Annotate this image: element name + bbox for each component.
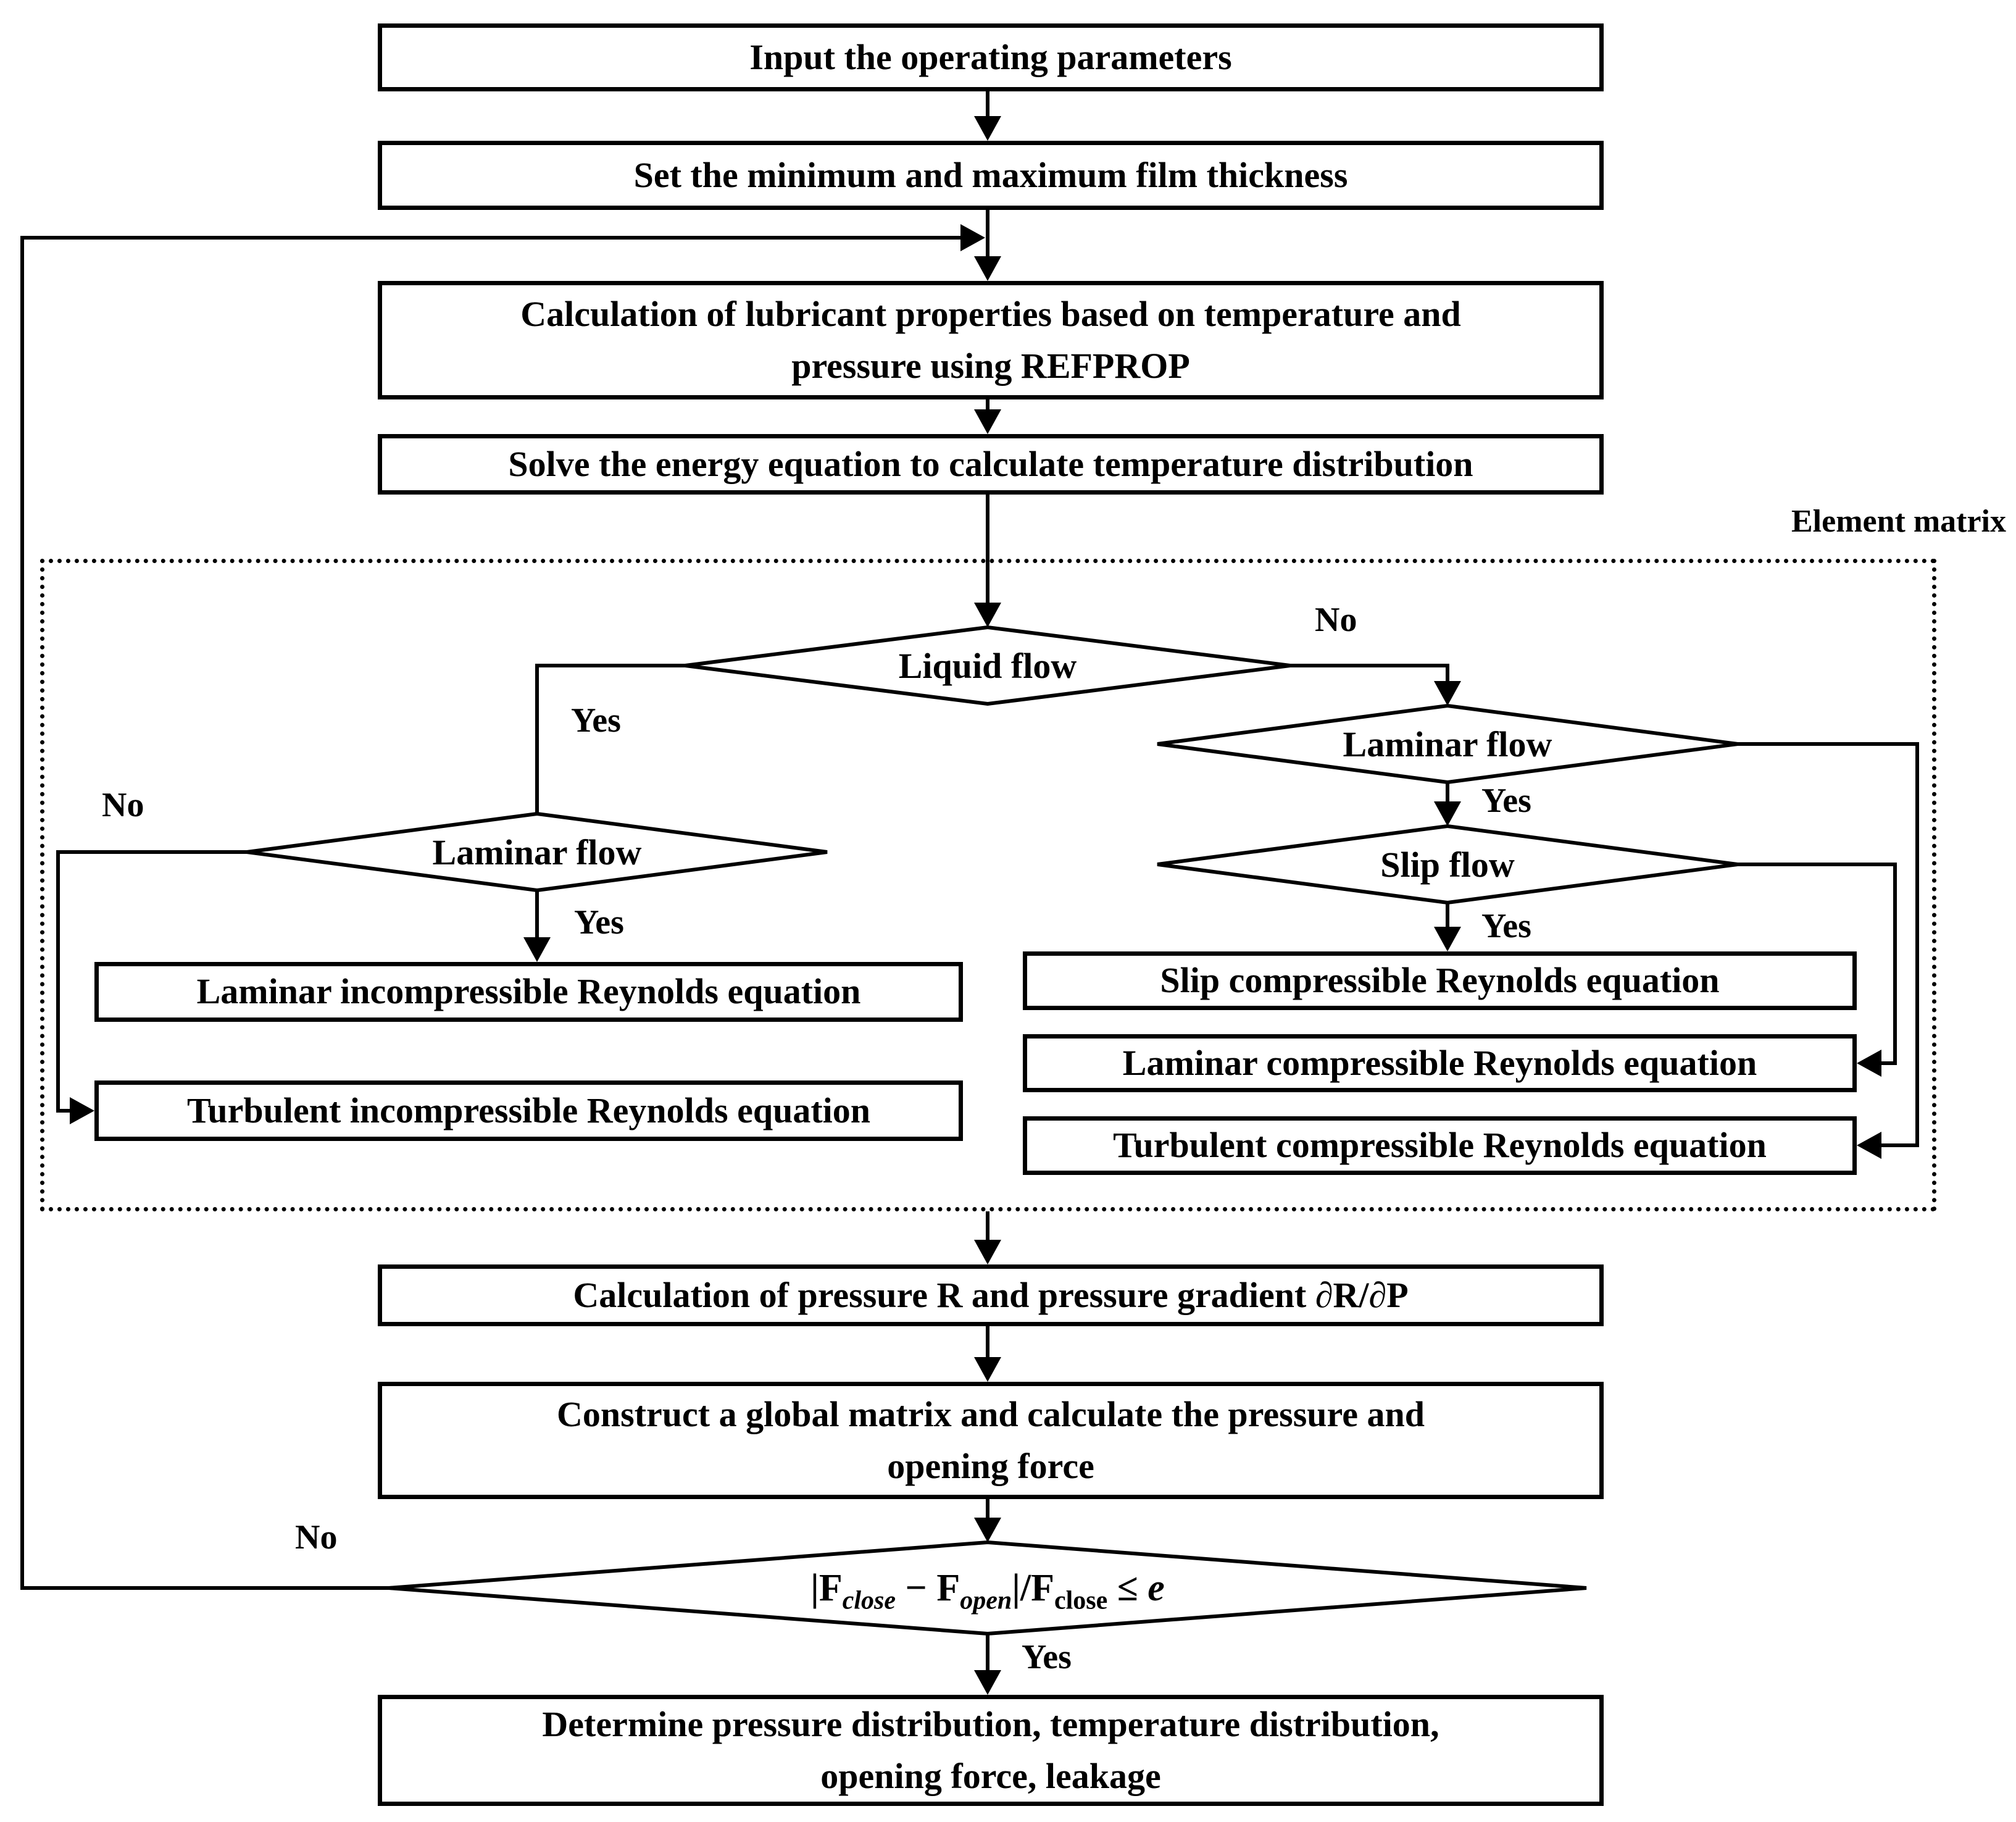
box-input-parameters: Input the operating parameters bbox=[378, 23, 1604, 91]
box-text: Slip compressible Reynolds equation bbox=[1160, 960, 1720, 1001]
yes-path bbox=[537, 664, 685, 667]
no-path bbox=[1738, 742, 1919, 746]
decision-laminar-flow-right: Laminar flow bbox=[1157, 703, 1738, 785]
label-no-convergence: No bbox=[295, 1518, 338, 1557]
box-text: Calculation of lubricant properties base… bbox=[520, 293, 1461, 334]
arrowhead bbox=[1857, 1132, 1881, 1159]
box-text: Input the operating parameters bbox=[749, 36, 1232, 77]
diamond-shape bbox=[1157, 703, 1738, 785]
box-laminar-compressible: Laminar compressible Reynolds equation bbox=[1023, 1034, 1857, 1092]
yes-path bbox=[535, 664, 539, 814]
arrowhead bbox=[1434, 927, 1461, 951]
arrowhead bbox=[974, 1518, 1001, 1542]
element-matrix-group bbox=[40, 559, 1936, 1211]
box-global-matrix: Construct a global matrix and calculate … bbox=[378, 1382, 1604, 1499]
label-yes-slip: Yes bbox=[1481, 907, 1531, 945]
flow-line bbox=[986, 1211, 989, 1242]
flow-line bbox=[986, 1499, 989, 1520]
box-text: Construct a global matrix and calculate … bbox=[557, 1394, 1425, 1434]
arrowhead bbox=[974, 1240, 1001, 1264]
no-path bbox=[1446, 664, 1449, 683]
diamond-shape bbox=[388, 1540, 1587, 1636]
label-yes-liquid: Yes bbox=[571, 701, 621, 740]
no-path bbox=[58, 850, 247, 854]
feedback-line bbox=[20, 1586, 391, 1590]
decision-slip-flow: Slip flow bbox=[1157, 824, 1738, 905]
box-text: Solve the energy equation to calculate t… bbox=[508, 443, 1473, 484]
box-slip-compressible: Slip compressible Reynolds equation bbox=[1023, 951, 1857, 1010]
box-text: pressure using REFPROP bbox=[791, 346, 1190, 386]
diamond-shape bbox=[1157, 824, 1738, 905]
arrowhead bbox=[974, 116, 1001, 141]
box-pressure-gradient: Calculation of pressure R and pressure g… bbox=[378, 1264, 1604, 1326]
box-text: opening force bbox=[887, 1446, 1094, 1486]
label-yes-laminar-right: Yes bbox=[1481, 782, 1531, 820]
flow-line bbox=[986, 399, 989, 412]
decision-convergence: |Fclose − Fopen|/Fclose ≤ e bbox=[388, 1540, 1587, 1636]
box-text: Turbulent compressible Reynolds equation bbox=[1113, 1125, 1767, 1166]
no-path bbox=[1915, 742, 1919, 1147]
arrowhead bbox=[70, 1097, 94, 1124]
box-text: Laminar incompressible Reynolds equation bbox=[196, 971, 861, 1012]
arrowhead bbox=[974, 603, 1001, 627]
label-no-liquid: No bbox=[1315, 601, 1357, 639]
no-path bbox=[1738, 863, 1897, 866]
box-text: Laminar compressible Reynolds equation bbox=[1122, 1042, 1757, 1083]
no-path bbox=[1881, 1061, 1897, 1065]
flow-line bbox=[986, 495, 989, 604]
no-path bbox=[56, 1109, 72, 1113]
arrowhead bbox=[960, 224, 985, 251]
feedback-line bbox=[20, 236, 960, 240]
box-text: Calculation of pressure R and pressure g… bbox=[573, 1274, 1409, 1315]
feedback-line bbox=[20, 236, 24, 1590]
flow-line bbox=[986, 1326, 989, 1360]
no-path bbox=[1290, 664, 1449, 667]
label-yes-convergence: Yes bbox=[1022, 1638, 1072, 1676]
decision-label: Liquid flow bbox=[898, 645, 1077, 686]
flow-line bbox=[986, 210, 989, 258]
no-path bbox=[1881, 1143, 1919, 1147]
arrowhead bbox=[1857, 1050, 1881, 1077]
arrowhead bbox=[1434, 681, 1461, 706]
box-text: opening force, leakage bbox=[820, 1756, 1161, 1796]
box-lubricant-properties: Calculation of lubricant properties base… bbox=[378, 281, 1604, 399]
decision-label: Laminar flow bbox=[1343, 724, 1552, 764]
convergence-formula: |Fclose − Fopen|/Fclose ≤ e bbox=[389, 1542, 1586, 1634]
yes-path bbox=[1446, 903, 1449, 929]
flow-line bbox=[986, 91, 989, 120]
box-turbulent-compressible: Turbulent compressible Reynolds equation bbox=[1023, 1116, 1857, 1175]
arrowhead bbox=[974, 1670, 1001, 1695]
box-determine-results: Determine pressure distribution, tempera… bbox=[378, 1695, 1604, 1806]
decision-liquid-flow: Liquid flow bbox=[685, 625, 1291, 706]
no-path bbox=[1893, 863, 1897, 1065]
arrowhead bbox=[974, 409, 1001, 434]
label-no-laminar-left: No bbox=[102, 786, 144, 824]
box-text: Determine pressure distribution, tempera… bbox=[542, 1703, 1439, 1744]
box-turbulent-incompressible: Turbulent incompressible Reynolds equati… bbox=[94, 1080, 963, 1141]
decision-label: Laminar flow bbox=[432, 832, 642, 872]
box-text: Turbulent incompressible Reynolds equati… bbox=[186, 1090, 871, 1130]
arrowhead bbox=[974, 1357, 1001, 1382]
diamond-shape bbox=[685, 625, 1291, 706]
arrowhead bbox=[523, 937, 551, 962]
box-laminar-incompressible: Laminar incompressible Reynolds equation bbox=[94, 962, 963, 1022]
decision-laminar-flow-left: Laminar flow bbox=[246, 811, 828, 893]
box-energy-equation: Solve the energy equation to calculate t… bbox=[378, 434, 1604, 495]
no-path bbox=[56, 850, 60, 1113]
arrowhead bbox=[1434, 801, 1461, 826]
diamond-shape bbox=[246, 811, 828, 893]
box-text: Set the minimum and maximum film thickne… bbox=[633, 154, 1348, 195]
yes-path bbox=[535, 890, 539, 940]
yes-path bbox=[986, 1634, 989, 1673]
element-matrix-label: Element matrix bbox=[1791, 504, 2006, 539]
arrowhead bbox=[974, 256, 1001, 281]
yes-path bbox=[1446, 782, 1449, 804]
formula-text: |Fclose − Fopen|/Fclose ≤ e bbox=[810, 1566, 1165, 1615]
label-yes-laminar-left: Yes bbox=[574, 903, 624, 942]
decision-label: Slip flow bbox=[1380, 844, 1515, 885]
box-film-thickness: Set the minimum and maximum film thickne… bbox=[378, 141, 1604, 210]
